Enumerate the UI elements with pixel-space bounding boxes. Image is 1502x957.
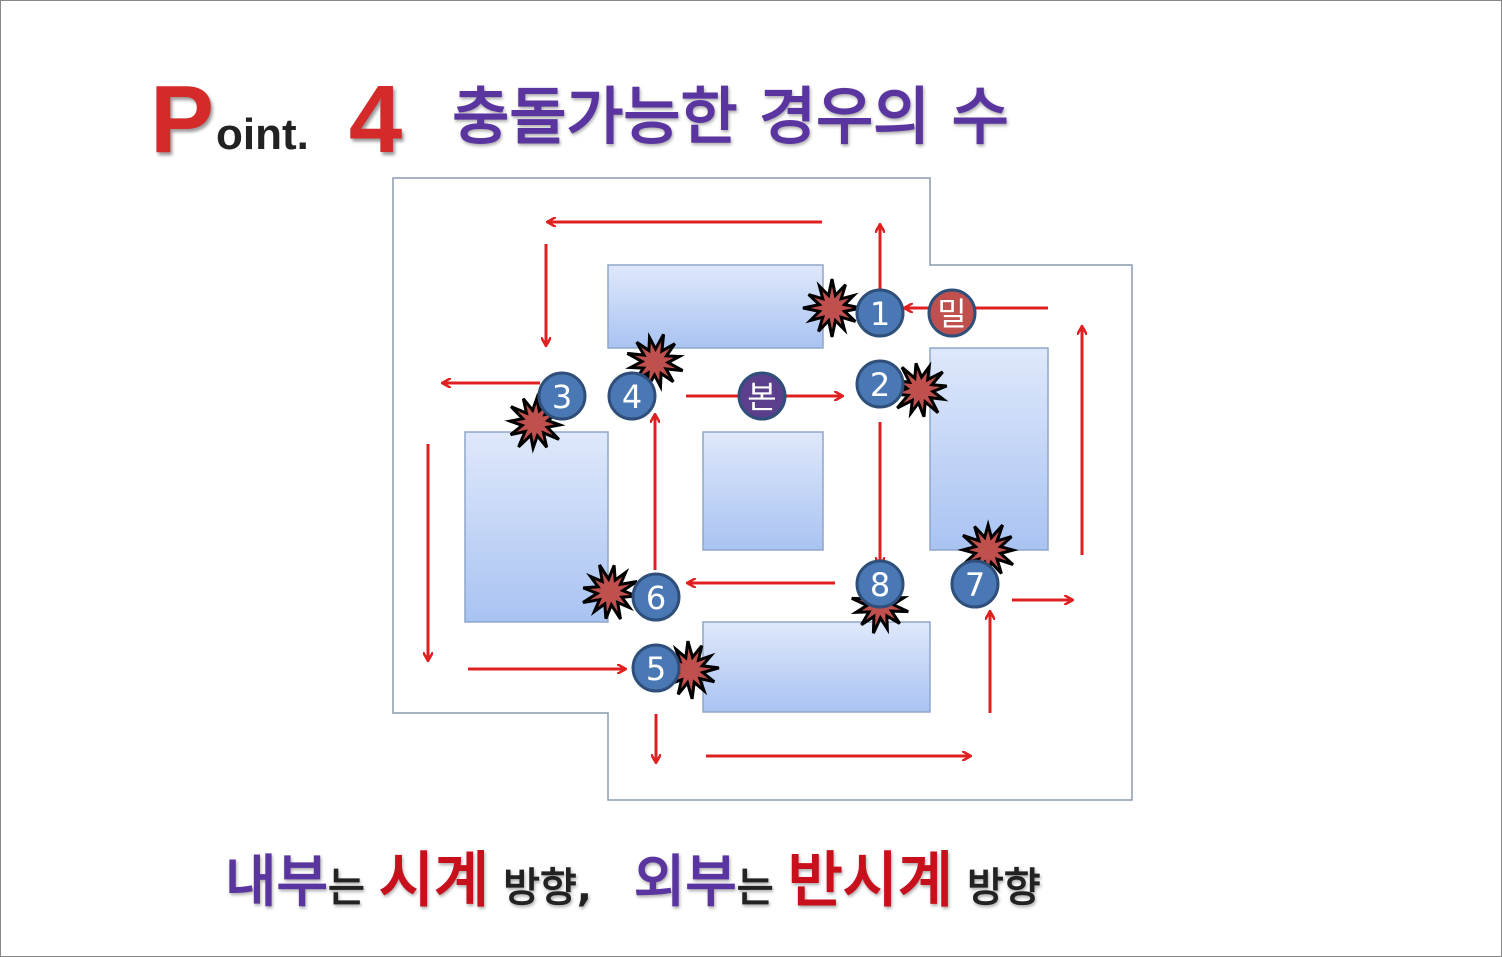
caption-segment: 시계: [378, 846, 490, 916]
obstacle-block: [702, 621, 931, 713]
marker-circle-5: 5: [631, 643, 681, 693]
title-oint: oint.: [216, 110, 309, 159]
obstacle-block: [702, 431, 824, 551]
marker-circle-1: 1: [855, 288, 905, 338]
marker-label: 4: [622, 378, 642, 416]
track-outline: [392, 177, 1133, 801]
collision-burst-icon: [802, 278, 862, 338]
title-p: P: [150, 66, 215, 173]
caption-segment: 외부: [633, 850, 737, 915]
marker-circle-2: 2: [855, 359, 905, 409]
collision-burst-icon: [957, 519, 1019, 581]
marker-circle-4: 4: [607, 371, 657, 421]
title-text: 충돌가능한 경우의 수: [452, 80, 1009, 153]
marker-label: 6: [646, 579, 666, 617]
marker-circle-밀: 밀: [927, 288, 977, 338]
obstacle-block: [464, 431, 609, 623]
collision-burst-icon: [891, 361, 949, 419]
marker-circle-3: 3: [537, 371, 587, 421]
marker-label: 7: [965, 566, 985, 604]
marker-label: 본: [747, 378, 776, 416]
obstacle-block: [607, 264, 824, 349]
marker-circle-7: 7: [950, 559, 1000, 609]
marker-label: 5: [646, 650, 666, 688]
marker-circle-본: 본: [737, 371, 787, 421]
caption-segment: 는: [736, 865, 788, 911]
slide-title: P oint. 4 충돌가능한 경우의 수: [150, 68, 1009, 168]
marker-circle-6: 6: [631, 572, 681, 622]
caption-segment: 는: [328, 865, 379, 911]
marker-label: 2: [870, 366, 890, 404]
marker-circle-8: 8: [855, 559, 905, 609]
marker-label: 3: [552, 378, 572, 416]
caption-segment: 내부: [225, 850, 329, 915]
caption-segment: 방향,: [489, 865, 634, 911]
marker-label: 1: [870, 295, 890, 333]
marker-label: 8: [870, 566, 890, 604]
marker-label: 밀: [937, 295, 966, 333]
obstacle-block: [929, 347, 1049, 551]
caption-segment: 반시계: [787, 846, 954, 916]
title-number: 4: [348, 66, 403, 173]
caption-segment: 방향: [953, 865, 1041, 911]
